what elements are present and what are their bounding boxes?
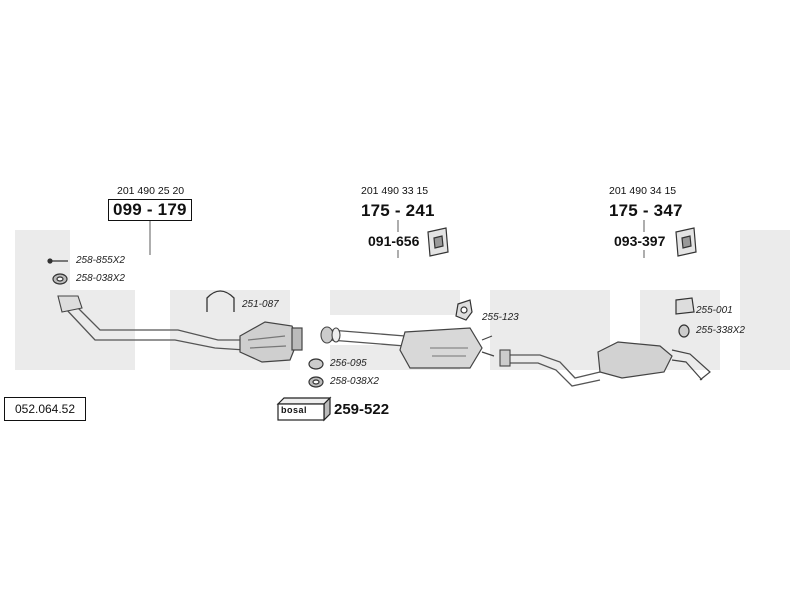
- reference-number: 052.064.52: [4, 397, 86, 421]
- label-gasket-front: 258-038X2: [76, 273, 125, 284]
- rear-pipe-flange: [499, 349, 511, 367]
- label-ring-mid: 256-095: [330, 358, 367, 369]
- bosal-watermark: [15, 230, 790, 370]
- hanger-rear-icon: [675, 297, 695, 315]
- front-pipe: [64, 301, 248, 351]
- label-hanger-mid: 255-123: [482, 312, 519, 323]
- sub-part-number-2: 091-656: [368, 233, 420, 249]
- sub-part-number-3: 093-397: [614, 233, 666, 249]
- oem-number-1: 201 490 25 20: [117, 185, 185, 197]
- ring-rear-icon: [678, 324, 690, 338]
- middle-pipe: [329, 329, 406, 347]
- oem-number-2: 201 490 33 15: [361, 185, 429, 197]
- middle-muffler: [399, 327, 495, 369]
- leader-lines: [149, 220, 645, 258]
- label-clamp-front: 258-855X2: [76, 255, 125, 266]
- kit-part-number: 259-522: [334, 401, 390, 418]
- label-u-bolt: 251-087: [242, 299, 279, 310]
- catalytic-converter: [239, 321, 303, 363]
- part-number-1: 099 - 179: [108, 199, 192, 221]
- part-number-2: 175 - 241: [361, 201, 435, 220]
- ring-mid-icon: [308, 358, 324, 370]
- kit-box-brand: bosal: [281, 405, 308, 415]
- hanger-mid-icon: [455, 299, 473, 321]
- mounting-bracket-2-icon: [675, 227, 697, 257]
- kit-box-icon: [276, 396, 332, 422]
- middle-pipe-flange: [320, 326, 341, 344]
- mounting-bracket-1-icon: [427, 227, 449, 257]
- clamp-front-icon: [47, 258, 68, 264]
- part-number-3: 175 - 347: [609, 201, 683, 220]
- gasket-front-icon: [52, 273, 68, 285]
- u-bolt-icon: [206, 290, 235, 312]
- label-hanger-rear: 255-001: [696, 305, 733, 316]
- label-gasket-mid: 258-038X2: [330, 376, 379, 387]
- rear-pipe: [505, 354, 601, 387]
- gasket-mid-icon: [308, 376, 324, 388]
- front-flange: [57, 295, 83, 313]
- rear-muffler: [597, 341, 711, 381]
- oem-number-3: 201 490 34 15: [609, 185, 677, 197]
- label-ring-rear: 255-338X2: [696, 325, 745, 336]
